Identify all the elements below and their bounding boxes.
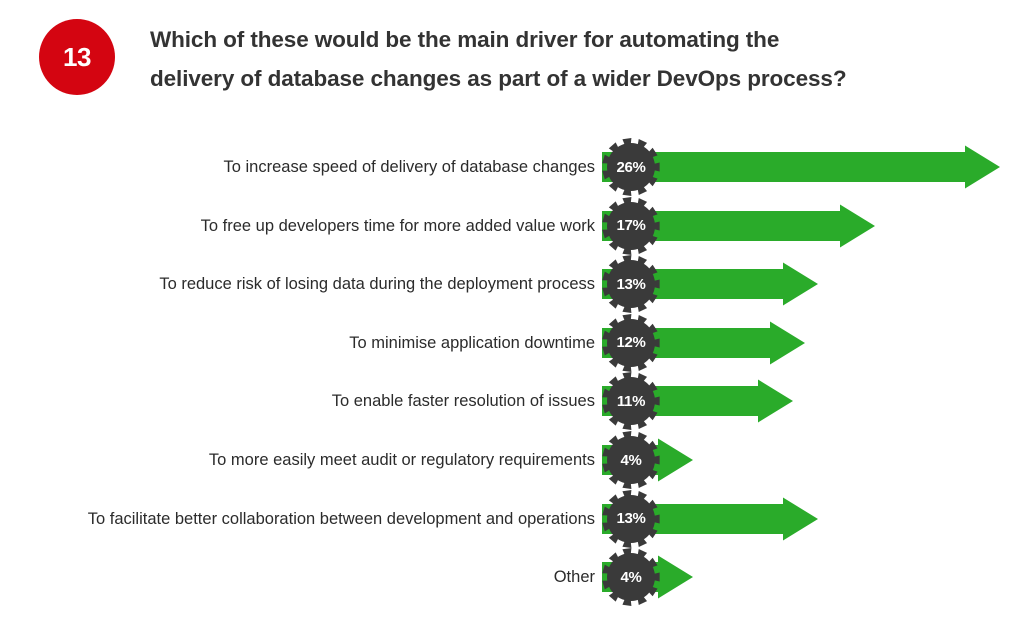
bar-arrow (602, 138, 1004, 196)
question-header: 13 Which of these would be the main driv… (0, 0, 1024, 120)
chart-row: Other 4% (0, 548, 1024, 607)
bar-value-gear-badge: 12% (602, 313, 660, 372)
page-title-line-1: Which of these would be the main driver … (150, 27, 780, 52)
bar-category-label: To reduce risk of losing data during the… (159, 275, 595, 294)
chart-row: To increase speed of delivery of databas… (0, 138, 1024, 196)
bar-arrow (602, 197, 879, 255)
gear-icon (602, 196, 660, 255)
chart-row: To minimise application downtime 12% (0, 313, 1024, 372)
chart-row: To free up developers time for more adde… (0, 196, 1024, 255)
bar-category-label: To enable faster resolution of issues (331, 392, 595, 411)
gear-icon (602, 548, 660, 607)
bar-value-gear-badge: 17% (602, 196, 660, 255)
bar-value-gear-badge: 26% (602, 138, 660, 196)
bar-arrow (602, 490, 822, 548)
bar-value-gear-badge: 4% (602, 548, 660, 607)
bar-arrow (602, 255, 822, 313)
question-number-badge: 13 (39, 19, 115, 95)
page-title-line-2: delivery of database changes as part of … (150, 66, 847, 91)
chart-row: To enable faster resolution of issues 11% (0, 372, 1024, 431)
bar-value-gear-badge: 4% (602, 431, 660, 489)
chart-row: To reduce risk of losing data during the… (0, 255, 1024, 314)
page-title: Which of these would be the main driver … (150, 20, 980, 98)
gear-icon (602, 431, 660, 489)
bar-value-gear-badge: 11% (602, 372, 660, 431)
bar-category-label: To free up developers time for more adde… (200, 216, 595, 235)
gear-icon (602, 313, 660, 372)
bar-category-label: To increase speed of delivery of databas… (223, 158, 596, 176)
bar-category-label: To minimise application downtime (349, 333, 595, 352)
bar-value-gear-badge: 13% (602, 255, 660, 314)
gear-icon (602, 255, 660, 314)
chart-row: To facilitate better collaboration betwe… (0, 489, 1024, 548)
gear-icon (602, 372, 660, 431)
bar-category-label: To more easily meet audit or regulatory … (208, 451, 595, 469)
gear-icon (602, 138, 660, 196)
bar-category-label: Other (553, 568, 595, 587)
bar-value-gear-badge: 13% (602, 489, 660, 548)
bar-category-label: To facilitate better collaboration betwe… (87, 509, 595, 528)
question-number-text: 13 (63, 42, 91, 72)
chart-row: To more easily meet audit or regulatory … (0, 431, 1024, 489)
gear-icon (602, 489, 660, 548)
